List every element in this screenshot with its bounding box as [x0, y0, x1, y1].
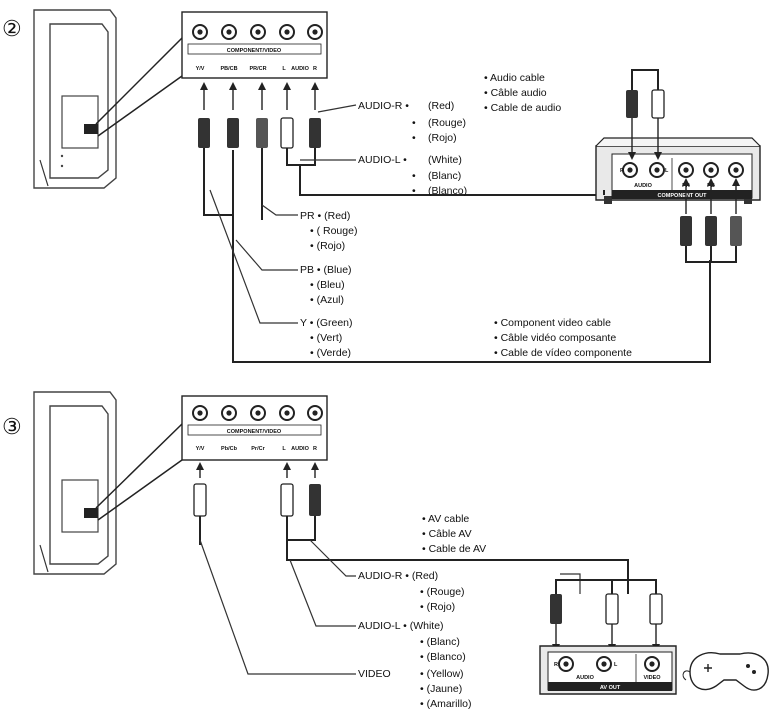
av-source-device: AV OUT R L AUDIO VIDEO [539, 645, 677, 695]
audio-r-labels: AUDIO-R • (Red) • (Rouge) • (Rojo) [358, 100, 466, 144]
av-audio-r-label: AUDIO-R • (Red) [358, 570, 438, 582]
av-cable-fr: • Câble AV [422, 528, 472, 540]
av-audio-r-fr: • (Rouge) [420, 586, 465, 598]
audio-l-color-es: (Blanco) [428, 185, 467, 197]
audio-r-label: AUDIO-R • [358, 100, 409, 112]
component-cable-labels: • Component video cable • Câble vidéo co… [494, 317, 632, 359]
av-cable-es: • Cable de AV [422, 543, 486, 555]
y-color-es: • (Verde) [310, 347, 351, 359]
av-audio-l-labels: AUDIO-L • (White) • (Blanc) • (Blanco) [358, 620, 466, 663]
insert-arrows [200, 82, 319, 110]
jack-label-audio: AUDIO [291, 66, 309, 72]
audio-l-color-fr: (Blanc) [428, 170, 461, 182]
av-audio-r-labels: AUDIO-R • (Red) • (Rouge) • (Rojo) [358, 570, 465, 613]
av-video-label: VIDEO [358, 668, 391, 680]
av-audio-l-fr: • (Blanc) [420, 636, 460, 648]
audio-l-labels: AUDIO-L • (White) • (Blanc) • (Blanco) [358, 154, 467, 197]
component-cable-fr: • Câble vidéo composante [494, 332, 616, 344]
av-video-jack-label: VIDEO [643, 675, 661, 681]
component-video-panel: COMPONENT/VIDEO Y/V Pb/Cb Pr/Cr L AUDIO … [181, 395, 328, 461]
audio-cable-en: • Audio cable [484, 72, 545, 84]
pr-labels: PR • (Red) • ( Rouge) • (Rojo) [300, 210, 357, 252]
av-audio-label: AUDIO [576, 675, 594, 681]
y-labels: Y • (Green) • (Vert) • (Verde) [300, 317, 353, 359]
tv-icon [33, 9, 117, 189]
jack-label-r: R [313, 66, 317, 72]
pb-labels: PB • (Blue) • (Bleu) • (Azul) [300, 264, 352, 306]
audio-cable-fr: • Câble audio [484, 87, 547, 99]
av-video-labels: VIDEO • (Yellow) • (Jaune) • (Amarillo) [358, 668, 472, 710]
pb-color-fr: • (Bleu) [310, 279, 345, 291]
pr-label: PR • (Red) [300, 210, 350, 222]
bullet: • [412, 117, 416, 129]
audio-r-color-en: (Red) [428, 100, 454, 112]
audio-l-color-en: (White) [428, 154, 462, 166]
jack-label-l: L [282, 66, 286, 72]
rca-plug-icon [193, 483, 321, 517]
panel-title: COMPONENT/VIDEO [227, 48, 282, 54]
component-source-device: COMPONENT OUT R L AUDIO PR PB Y [595, 137, 761, 204]
tv-icon [33, 391, 117, 575]
component-video-panel: COMPONENT/VIDEO Y/V PB/CB PR/CR L AUDIO … [181, 11, 328, 79]
device-audio-label: AUDIO [634, 183, 652, 189]
bullet: • [412, 170, 416, 182]
jack-label-pb: PB/CB [220, 66, 237, 72]
av-cable-en: • AV cable [422, 513, 469, 525]
audio-cable-es: • Cable de audio [484, 102, 561, 114]
jack-label-pr: PR/CR [249, 66, 266, 72]
av-video-en: • (Yellow) [420, 668, 464, 680]
jack-label-pb: Pb/Cb [221, 446, 238, 452]
jack-label-y: Y/V [196, 66, 205, 72]
jack-label-l: L [282, 446, 286, 452]
audio-cable-labels: • Audio cable • Câble audio • Cable de a… [484, 72, 561, 114]
av-audio-l-es: • (Blanco) [420, 651, 466, 663]
step-3-number: ③ [2, 414, 22, 439]
pr-color-es: • (Rojo) [310, 240, 345, 252]
jack-label-y: Y/V [196, 446, 205, 452]
jack-label-pr: Pr/Cr [251, 446, 265, 452]
av-video-fr: • (Jaune) [420, 683, 462, 695]
audio-l-label: AUDIO-L • [358, 154, 407, 166]
step-3: ③ COMPONENT/VIDEO Y/V Pb/Cb Pr/Cr L AUDI… [2, 391, 769, 710]
bullet: • [412, 132, 416, 144]
step-2: ② COMPONENT/VIDEO Y/V P [2, 9, 761, 363]
audio-r-color-fr: (Rouge) [428, 117, 466, 129]
av-audio-r-es: • (Rojo) [420, 601, 455, 613]
audio-r-color-es: (Rojo) [428, 132, 457, 144]
bullet: • [412, 185, 416, 197]
y-label: Y • (Green) [300, 317, 353, 329]
av-out-label: AV OUT [600, 685, 621, 691]
pb-color-es: • (Azul) [310, 294, 344, 306]
component-cable-en: • Component video cable [494, 317, 611, 329]
game-controller-icon [682, 652, 769, 691]
av-jack-r: R [554, 662, 558, 668]
pb-label: PB • (Blue) [300, 264, 352, 276]
panel-jacks [192, 24, 323, 40]
component-out-label: COMPONENT OUT [658, 193, 708, 199]
panel-title: COMPONENT/VIDEO [227, 429, 282, 435]
y-color-fr: • (Vert) [310, 332, 342, 344]
av-audio-l-label: AUDIO-L • (White) [358, 620, 444, 632]
rca-plug-icon [198, 117, 321, 149]
component-cable-es: • Cable de vídeo componente [494, 347, 632, 359]
device-jack-r: R [620, 168, 624, 174]
av-jack-l: L [614, 662, 618, 668]
av-video-es: • (Amarillo) [420, 698, 472, 710]
jack-label-audio: AUDIO [291, 446, 309, 452]
av-cable-labels: • AV cable • Câble AV • Cable de AV [422, 513, 486, 555]
pr-color-fr: • ( Rouge) [310, 225, 357, 237]
jack-label-r: R [313, 446, 317, 452]
step-2-number: ② [2, 16, 22, 41]
device-jack-l: L [665, 168, 669, 174]
